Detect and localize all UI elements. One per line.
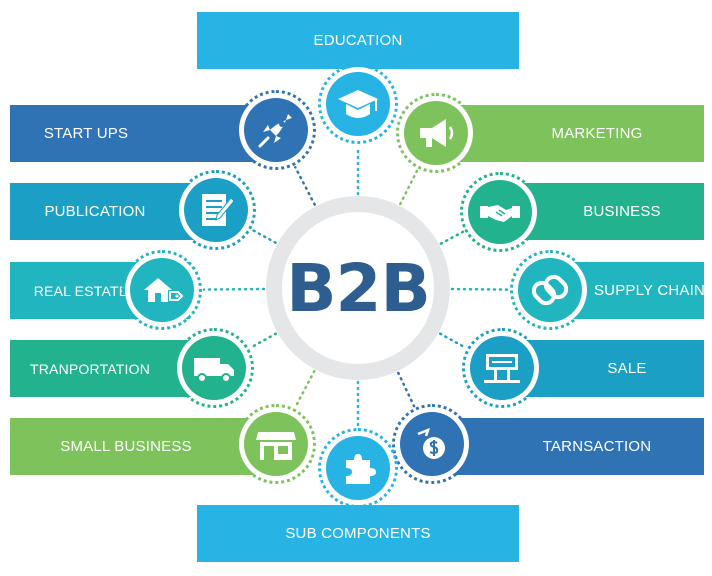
- money-exchange-icon: [400, 412, 464, 476]
- band-marketing: MARKETING: [440, 105, 704, 162]
- house-tag-icon: [130, 258, 194, 322]
- rocket-icon: [244, 98, 308, 162]
- band-label: TRANPORTATION: [29, 360, 151, 377]
- center-title: B2B: [286, 249, 431, 327]
- band-start-ups: START UPS: [10, 105, 272, 162]
- band-small-business: SMALL BUSINESS: [10, 418, 272, 475]
- connector-line: [439, 230, 465, 245]
- dotted-ring: [122, 250, 202, 330]
- connector-line: [251, 228, 277, 244]
- band-sub-components: SUB COMPONENTS: [197, 505, 519, 562]
- connector-line: [397, 371, 416, 408]
- band-label: START UPS: [43, 125, 129, 142]
- sale-sign-icon: [470, 336, 534, 400]
- connector-line: [202, 287, 266, 291]
- graduation-cap-icon: [326, 72, 390, 136]
- chain-link-icon: [518, 258, 582, 322]
- dotted-ring: [236, 404, 316, 484]
- band-label: SMALL BUSINESS: [60, 438, 192, 455]
- connector-line: [450, 287, 510, 291]
- band-label: TARNSACTION: [542, 438, 652, 455]
- center-hub: B2B: [282, 212, 434, 364]
- band-tarnsaction: TARNSACTION: [440, 418, 704, 475]
- storefront-icon: [244, 412, 308, 476]
- dotted-ring: [318, 64, 398, 144]
- band-education: EDUCATION: [197, 12, 519, 69]
- band-label: EDUCATION: [313, 32, 403, 49]
- megaphone-icon: [404, 101, 468, 165]
- dotted-ring: [174, 328, 254, 408]
- dotted-ring: [392, 404, 472, 484]
- dotted-ring: [236, 90, 316, 170]
- dotted-ring: [510, 250, 590, 330]
- connector-line: [438, 332, 467, 349]
- dotted-ring: [176, 170, 256, 250]
- band-label: SUPPLY CHAIN: [593, 282, 706, 299]
- dotted-ring: [460, 172, 540, 252]
- connector-line: [294, 166, 316, 206]
- handshake-icon: [468, 180, 532, 244]
- connector-line: [249, 332, 278, 349]
- puzzle-piece-icon: [326, 436, 390, 500]
- truck-icon: [182, 336, 246, 400]
- connector-line: [294, 369, 316, 409]
- dotted-ring: [396, 93, 476, 173]
- band-label: PUBLICATION: [44, 203, 146, 220]
- dotted-ring: [318, 428, 398, 508]
- dotted-ring: [462, 328, 542, 408]
- connector-line: [399, 169, 419, 206]
- band-label: SUB COMPONENTS: [285, 525, 431, 542]
- band-label: SALE: [607, 360, 647, 377]
- band-label: MARKETING: [551, 125, 643, 142]
- document-pen-icon: [184, 178, 248, 242]
- band-label: BUSINESS: [583, 203, 661, 220]
- band-label: REAL ESTATE: [33, 282, 129, 299]
